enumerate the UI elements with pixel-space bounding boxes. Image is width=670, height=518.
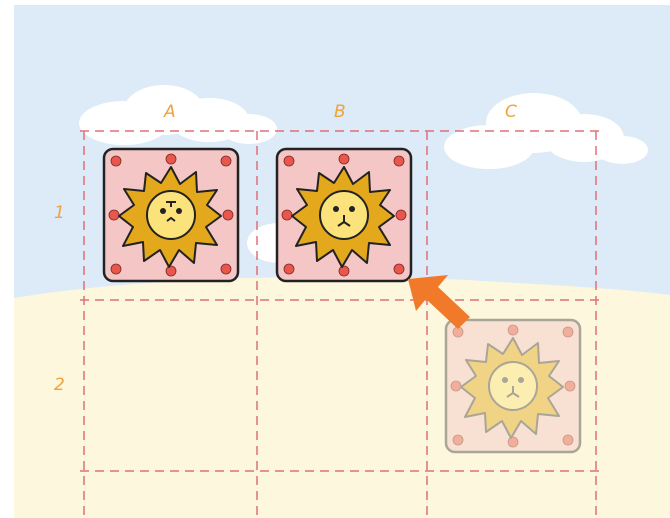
tile-a1[interactable] — [102, 147, 240, 283]
game-scene: A B C 1 2 — [14, 5, 670, 518]
tile-b1[interactable] — [275, 147, 413, 283]
column-label-a: A — [164, 102, 176, 122]
row-label-1: 1 — [54, 203, 65, 223]
column-label-c: C — [505, 102, 517, 122]
row-label-2: 2 — [54, 375, 65, 395]
drag-arrow-icon — [400, 267, 480, 347]
column-label-b: B — [334, 102, 346, 122]
